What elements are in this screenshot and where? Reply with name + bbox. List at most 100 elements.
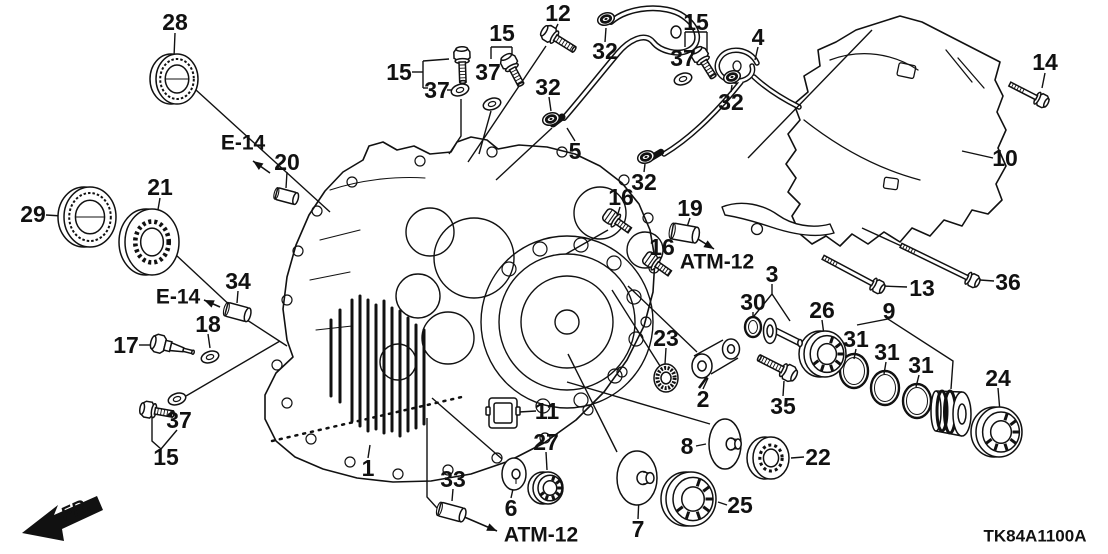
part-35-bolt — [756, 354, 799, 383]
case-rib-texture — [329, 294, 426, 438]
leader-line — [627, 285, 698, 353]
part-label-15d: 15 — [153, 444, 179, 470]
part-37c-washer — [673, 72, 693, 86]
atm12b-arrow — [461, 515, 498, 532]
part-label-27: 27 — [533, 429, 559, 455]
leader-line — [695, 443, 707, 447]
part-label-8: 8 — [681, 433, 694, 459]
part-37d-washer — [167, 392, 187, 406]
part-label-e14a: E-14 — [221, 132, 266, 155]
part-15c-bolt — [690, 45, 717, 80]
part-label-16a: 16 — [608, 184, 634, 210]
part-label-3: 3 — [766, 261, 779, 287]
part-label-30: 30 — [740, 289, 766, 315]
leader-line — [236, 290, 239, 304]
part-15a-bolt — [453, 46, 471, 85]
part-label-32b: 32 — [535, 74, 561, 100]
leader-line — [856, 318, 954, 390]
part-24-roller-bearing — [970, 406, 1023, 458]
part-13-bolt-long — [821, 254, 886, 295]
part-11-plate — [485, 397, 521, 429]
part-label-26: 26 — [809, 297, 835, 323]
part-label-4: 4 — [752, 24, 765, 50]
leader-line — [754, 46, 759, 61]
part-32d-grommet — [636, 149, 656, 165]
part-label-37d: 37 — [166, 407, 192, 433]
leader-line — [717, 501, 728, 506]
part-8-disc-hub — [708, 418, 742, 470]
leader-line — [185, 340, 281, 397]
part-label-31a: 31 — [843, 326, 869, 352]
part-25-roller-bearing — [660, 471, 717, 527]
part-7-disc-hub — [616, 450, 658, 506]
part-label-code: TK84A1100A — [983, 527, 1086, 546]
part-32c-grommet — [722, 69, 742, 85]
part-label-6: 6 — [505, 495, 518, 521]
part-label-37b: 37 — [475, 59, 501, 85]
part-23-seal-dark — [653, 363, 679, 393]
leader-line — [246, 319, 288, 347]
leader-line — [604, 27, 607, 43]
part-14-bolt-long — [1007, 81, 1050, 109]
leader-line — [195, 89, 331, 213]
part-19-pin — [668, 222, 701, 244]
transmission-case-outline — [264, 136, 656, 483]
part-9-piston — [930, 389, 972, 437]
e14a-arrow — [252, 160, 271, 174]
cover-10-details — [803, 49, 985, 191]
part-37b-washer — [482, 97, 502, 111]
part-label-15c: 15 — [683, 9, 709, 35]
leader-line — [448, 99, 462, 155]
part-label-10: 10 — [992, 145, 1018, 171]
leader-line — [495, 127, 553, 181]
part-15b-bolt — [499, 52, 525, 87]
part-28-seal — [149, 53, 199, 105]
part-label-24: 24 — [985, 365, 1011, 391]
part-3-shaft — [762, 317, 803, 348]
part-label-23: 23 — [653, 325, 679, 351]
part-label-13: 13 — [909, 275, 935, 301]
fr-direction-arrow — [22, 496, 103, 541]
leader-line — [431, 397, 503, 460]
leader-line — [747, 29, 873, 159]
leader-line — [467, 45, 547, 163]
part-label-9: 9 — [883, 298, 896, 324]
part-label-36: 36 — [995, 269, 1021, 295]
leader-line — [160, 429, 178, 450]
part-label-17: 17 — [113, 332, 139, 358]
part-label-32a: 32 — [592, 38, 618, 64]
e14b-arrow — [203, 299, 221, 308]
leader-line — [643, 163, 646, 173]
case-artwork — [264, 5, 1007, 483]
leader-line — [518, 410, 537, 413]
part-label-fr: FR. — [58, 494, 95, 526]
leader-line — [422, 58, 450, 62]
leader-line — [790, 456, 805, 459]
part-label-35: 35 — [770, 393, 796, 419]
leader-line — [207, 333, 211, 349]
part-label-37a: 37 — [424, 77, 450, 103]
leader-line — [1041, 72, 1046, 89]
part-34-pin — [222, 301, 252, 323]
leader-line — [451, 488, 454, 502]
part-12-bolt — [539, 24, 577, 54]
leader-line — [961, 150, 994, 159]
part-label-14: 14 — [1032, 49, 1058, 75]
part-label-2: 2 — [697, 386, 710, 412]
part-6-disc — [501, 457, 527, 491]
part-17-sensor — [149, 333, 196, 355]
part-18-washer — [200, 350, 220, 364]
part-33-pin — [435, 501, 467, 523]
part-15d-bolt — [138, 400, 175, 419]
part-label-e14b: E-14 — [156, 286, 201, 309]
leader-line — [702, 377, 709, 390]
part-label-atm12a: ATM-12 — [680, 251, 754, 274]
part-label-20: 20 — [274, 149, 300, 175]
part-16b-screw — [641, 251, 673, 277]
part-label-11: 11 — [535, 398, 560, 424]
part-2-lever — [691, 338, 741, 389]
case-bolt-holes — [271, 146, 660, 480]
cover-10-outline — [785, 15, 1007, 247]
